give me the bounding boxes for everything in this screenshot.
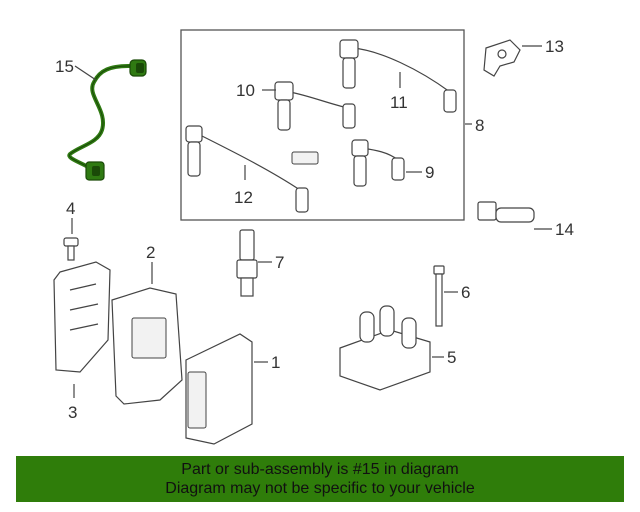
part-13-sensor [483,39,521,77]
callout-13: 13 [545,37,564,56]
wire-clip [291,151,319,165]
callout-4: 4 [66,199,75,218]
callout-11: 11 [390,93,408,112]
callout-14: 14 [555,220,574,239]
part-3-bracket [53,261,111,373]
callout-5: 5 [447,348,456,367]
callout-15: 15 [55,57,74,76]
wire-set-box [180,29,465,221]
parts-diagram: 15 10 11 12 9 8 [53,29,574,445]
callout-2: 2 [146,243,155,262]
part-9-wire [351,139,405,187]
callout-6: 6 [461,283,470,302]
callout-9: 9 [425,163,434,182]
part-10-wire [274,81,356,131]
part-2-bracket [111,287,183,405]
part-12-wire [185,125,309,213]
part-15-harness[interactable] [67,59,147,181]
callout-7: 7 [275,253,284,272]
leader-15 [74,65,97,81]
callout-3: 3 [68,403,77,422]
info-banner: Part or sub-assembly is #15 in diagram D… [16,456,624,502]
part-4-bolt [63,237,79,261]
part-6-bolt [433,265,445,327]
part-1-ecu [185,333,253,445]
part-5-coil-pack [339,305,431,391]
part-11-wire [339,39,457,113]
callout-1: 1 [271,353,280,372]
callout-10: 10 [236,81,255,100]
part-7-spark-plug [236,229,258,297]
callout-8: 8 [475,116,484,135]
banner-line-2: Diagram may not be specific to your vehi… [165,480,475,497]
banner-line-1: Part or sub-assembly is #15 in diagram [181,461,459,478]
part-14-sensor [477,201,535,223]
callout-12: 12 [234,188,253,207]
